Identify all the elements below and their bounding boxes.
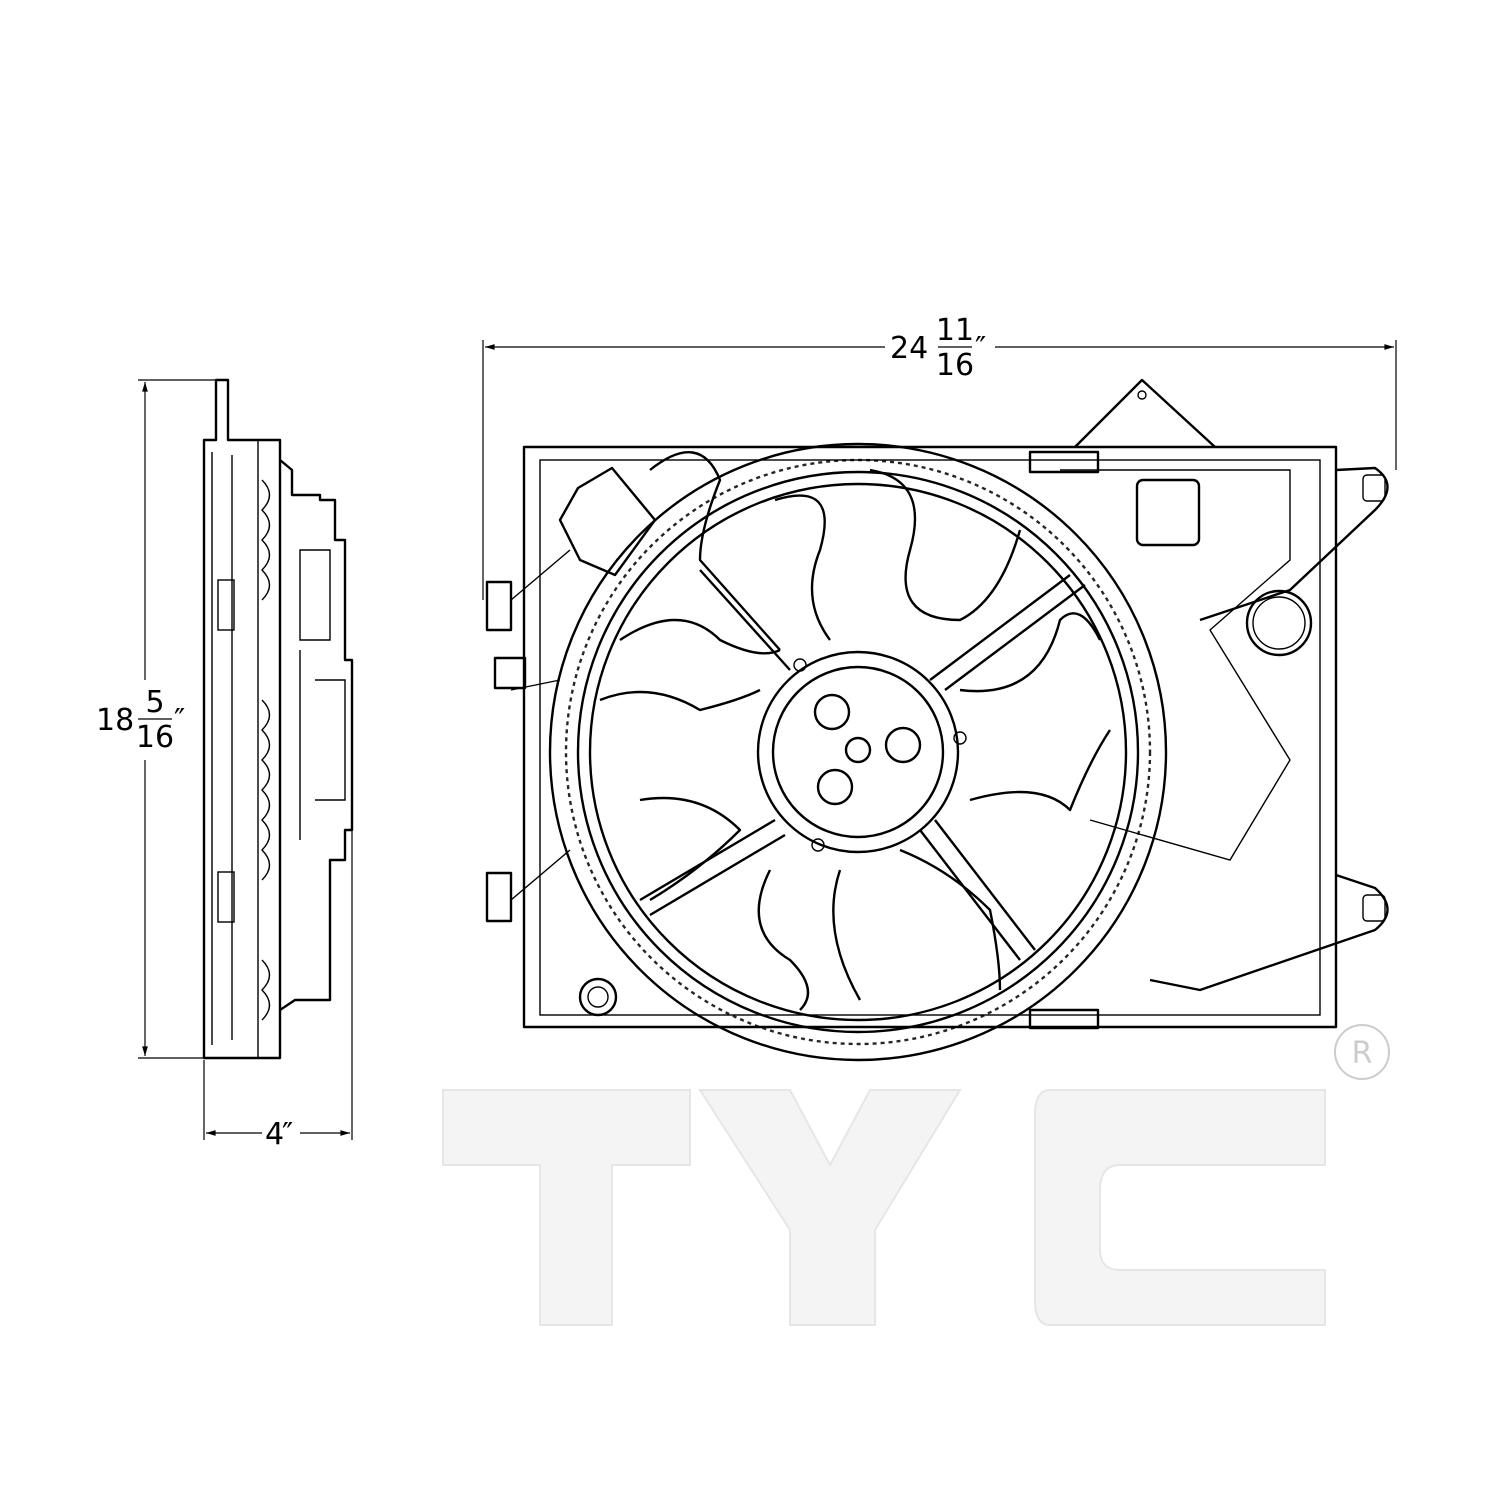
wire-harness <box>649 451 781 651</box>
height-denominator: 16 <box>136 720 174 755</box>
drain-hole <box>578 977 618 1017</box>
motor-spokes <box>639 569 1086 961</box>
left-clip-lower <box>485 871 513 923</box>
fan-shroud-ring <box>548 442 1168 1062</box>
front-view <box>485 378 1389 1062</box>
width-whole: 24 <box>890 331 928 366</box>
motor-hub <box>756 650 967 854</box>
width-denominator: 16 <box>936 348 974 383</box>
connector <box>1135 478 1201 547</box>
left-clip-upper <box>485 580 513 632</box>
upper-right-bracket <box>1199 466 1389 622</box>
height-dimension: 18 5 16 ″ <box>96 379 228 1059</box>
top-mount-tab <box>1074 378 1216 448</box>
registered-mark: R <box>1352 1036 1373 1071</box>
shroud-frame <box>522 445 1338 1029</box>
bottom-clip <box>1028 1008 1100 1030</box>
fan-blades <box>599 468 1111 1011</box>
registered-mark-icon <box>1334 1024 1390 1080</box>
height-unit: ″ <box>174 703 185 738</box>
depth-whole: 4 <box>265 1117 284 1152</box>
resistor-module <box>558 466 657 577</box>
tyc-watermark-logo: R <box>442 1024 1390 1326</box>
width-dimension: 24 11 16 ″ <box>482 313 1397 600</box>
depth-unit: ″ <box>282 1117 293 1152</box>
mount-hole <box>1245 589 1313 657</box>
width-numerator: 11 <box>936 313 974 348</box>
top-clip <box>1028 450 1100 474</box>
lower-right-bracket <box>1149 873 1389 992</box>
side-view <box>202 378 354 1060</box>
height-whole: 18 <box>96 703 134 738</box>
height-numerator: 5 <box>145 685 164 720</box>
width-unit: ″ <box>975 331 986 366</box>
left-tab <box>493 656 527 690</box>
